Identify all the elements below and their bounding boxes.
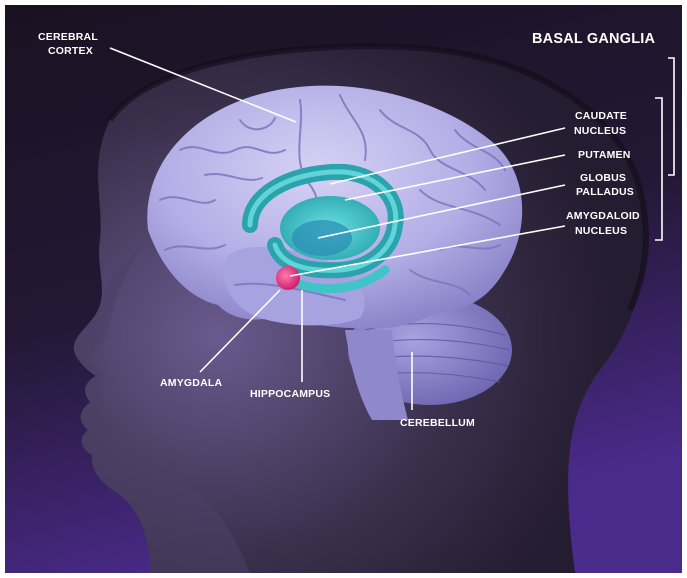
label-cerebral-cortex-line2: CORTEX (48, 45, 93, 57)
label-amygdala: AMYGDALA (160, 377, 222, 389)
label-hippocampus: HIPPOCAMPUS (250, 388, 330, 400)
label-cerebellum: CEREBELLUM (400, 417, 475, 429)
label-globus-line2: PALLADUS (576, 186, 634, 198)
label-globus-line1: GLOBUS (580, 172, 626, 184)
label-basal-ganglia: BASAL GANGLIA (532, 31, 655, 47)
label-amygdaloid-line1: AMYGDALOID (566, 210, 640, 222)
label-putamen: PUTAMEN (578, 149, 631, 161)
label-caudate-line1: CAUDATE (575, 110, 627, 122)
label-caudate-line2: NUCLEUS (574, 125, 626, 137)
label-cerebral-cortex-line1: CEREBRAL (38, 31, 98, 43)
amygdala-shape (276, 266, 300, 290)
label-amygdaloid-line2: NUCLEUS (575, 225, 627, 237)
